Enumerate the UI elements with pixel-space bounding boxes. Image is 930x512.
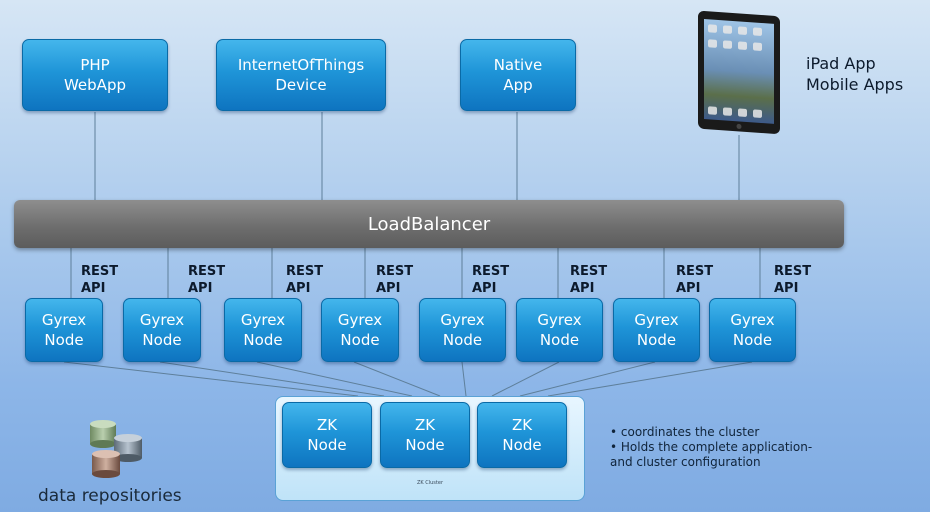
mobile-apps-label: iPad App Mobile Apps [806, 53, 903, 95]
connector-node-zk [491, 361, 560, 397]
connector-node-zk [547, 361, 753, 397]
box-label-line1: Native [493, 56, 543, 74]
box-label-line1: InternetOfThings [237, 56, 365, 74]
load-balancer-bar: LoadBalancer [14, 200, 844, 248]
load-balancer-label: LoadBalancer [367, 213, 491, 235]
note-line: • Holds the complete application- and cl… [610, 440, 813, 469]
box-label-line1: PHP [80, 56, 110, 74]
box-label-line2: Device [275, 76, 327, 94]
box-label-line2: WebApp [63, 76, 126, 94]
connector-node-zk [159, 361, 385, 397]
connector-node-zk [461, 361, 467, 397]
mobile-label-line2: Mobile Apps [806, 75, 904, 94]
php-webapp-box: PHP WebApp [22, 39, 168, 111]
ipad-icon [698, 10, 780, 134]
connector-node-zk [256, 361, 413, 397]
cluster-notes: • coordinates the cluster • Holds the co… [610, 425, 820, 470]
data-repositories-label: data repositories [38, 486, 182, 506]
iot-device-box: InternetOfThings Device [216, 39, 386, 111]
mobile-label-line1: iPad App [806, 54, 876, 73]
database-icon [90, 420, 142, 478]
box-label-line2: App [503, 76, 533, 94]
native-app-box: Native App [460, 39, 576, 111]
zk-cluster-label: ZK Cluster [416, 480, 444, 486]
connector-node-zk [63, 361, 359, 397]
connector-node-zk [519, 361, 656, 397]
connector-node-zk [353, 361, 441, 397]
note-line: • coordinates the cluster [610, 425, 760, 439]
